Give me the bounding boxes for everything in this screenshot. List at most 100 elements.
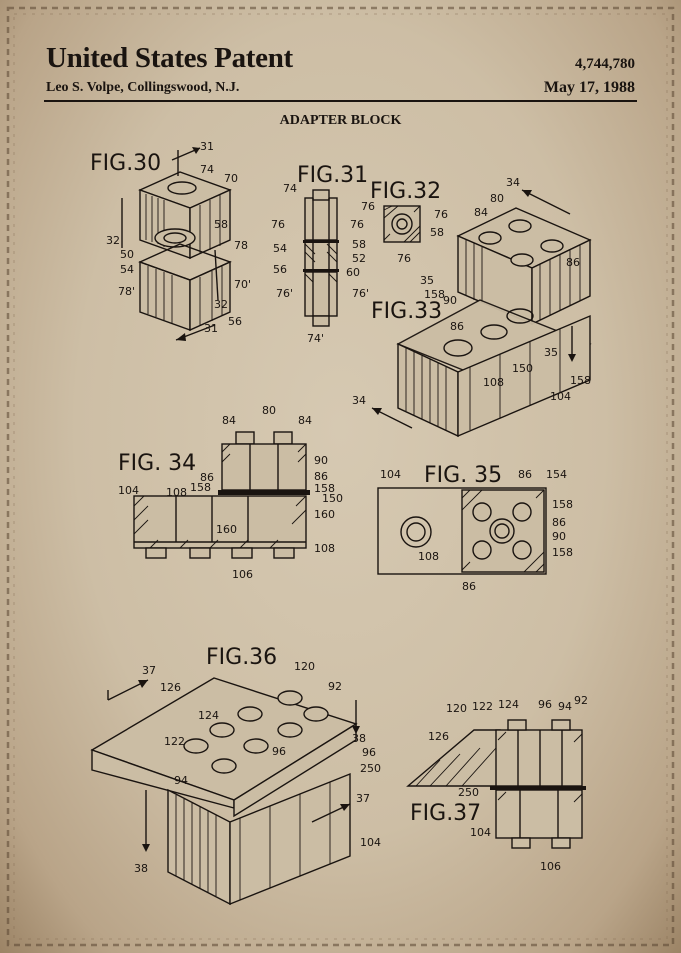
- fig-36-ref-5: 124: [198, 709, 219, 722]
- fig-34-ref-11: 108: [166, 486, 187, 499]
- fig-32-ref-1: 76: [361, 200, 375, 213]
- fig-34-ref-6: 86: [314, 470, 328, 483]
- fig-37-ref-3: 124: [498, 698, 519, 711]
- fig-30: FIG.30: [90, 140, 251, 341]
- fig-33-ref-1: 34: [506, 176, 520, 189]
- fig-34-ref-15: 106: [232, 568, 253, 581]
- fig-37-ref-5: 94: [558, 700, 572, 713]
- fig-33-ref-14: 34: [352, 394, 366, 407]
- fig-37-ref-1: 120: [446, 702, 467, 715]
- fig-34: FIG. 34 84: [118, 404, 343, 581]
- fig-35-ref-2: 86: [518, 468, 532, 481]
- fig-31-ref-10: 76': [352, 287, 369, 300]
- fig-34-ref-10: 104: [118, 484, 139, 497]
- fig-37-ref-2: 122: [472, 700, 493, 713]
- fig-34-ref-1: 84: [222, 414, 236, 427]
- fig-35: FIG. 35 104 86 154 158 86 90 158 108: [377, 463, 573, 593]
- fig-36-ref-11: 94: [174, 774, 188, 787]
- fig-30-ref-12: 56: [228, 315, 242, 328]
- fig-30-ref-6: 78: [234, 239, 248, 252]
- fig-36-ref-7: 122: [164, 735, 185, 748]
- patent-number: 4,744,780: [575, 56, 635, 72]
- fig-32-ref-4: 76: [397, 252, 411, 265]
- fig-35-label: FIG. 35: [424, 463, 502, 488]
- fig-37-label: FIG.37: [410, 801, 481, 826]
- fig-36: FIG.36: [90, 645, 381, 906]
- fig-37-ref-8: 250: [458, 786, 479, 799]
- fig-33-ref-11: 35: [544, 346, 558, 359]
- fig-36-ref-14: 38: [134, 862, 148, 875]
- patent-title: United States Patent: [46, 42, 293, 74]
- fig-35-ref-9: 86: [462, 580, 476, 593]
- fig-34-ref-7: 158: [190, 481, 211, 494]
- fig-30-ref-4: 32: [106, 234, 120, 247]
- fig-34-label: FIG. 34: [118, 451, 196, 476]
- fig-35-ref-6: 90: [552, 530, 566, 543]
- fig-31-ref-6: 52: [352, 252, 366, 265]
- fig-31-ref-11: 74': [307, 332, 324, 345]
- fig-34-ref-12: 160: [216, 523, 237, 536]
- fig-31-label: FIG.31: [297, 163, 368, 188]
- fig-34-ref-8: 158: [314, 482, 335, 495]
- fig-35-ref-4: 158: [552, 498, 573, 511]
- fig-33-label: FIG.33: [371, 299, 442, 324]
- fig-34-ref-13: 160: [314, 508, 335, 521]
- fig-30-ref-2: 74: [200, 163, 214, 176]
- inventor-line: Leo S. Volpe, Collingswood, N.J.: [46, 80, 240, 95]
- fig-33-ref-2: 80: [490, 192, 504, 205]
- fig-35-ref-1: 104: [380, 468, 401, 481]
- fig-33-ref-4: 86: [566, 256, 580, 269]
- fig-34-ref-14: 108: [314, 542, 335, 555]
- fig-33-ref-7: 90: [443, 294, 457, 307]
- fig-31-ref-9: 76': [276, 287, 293, 300]
- fig-36-ref-4: 126: [160, 681, 181, 694]
- fig-31-ref-1: 74: [283, 182, 297, 195]
- fig-33-ref-6: 158: [424, 288, 445, 301]
- fig-35-ref-5: 86: [552, 516, 566, 529]
- fig-34-ref-9: 150: [322, 492, 343, 505]
- fig-30-ref-1: 31: [200, 140, 214, 153]
- fig-30-ref-7: 50: [120, 248, 134, 261]
- fig-33-ref-5: 35: [420, 274, 434, 287]
- fig-33-ref-8: 86: [450, 320, 464, 333]
- fig-32-ref-3: 58: [430, 226, 444, 239]
- fig-31-ref-7: 56: [273, 263, 287, 276]
- drawing-subtitle: ADAPTER BLOCK: [279, 113, 402, 128]
- fig-34-ref-5: 86: [200, 471, 214, 484]
- fig-31-ref-5: 58: [352, 238, 366, 251]
- fig-30-ref-9: 78': [118, 285, 135, 298]
- fig-30-label: FIG.30: [90, 151, 161, 176]
- fig-36-label: FIG.36: [206, 645, 277, 670]
- fig-32-label: FIG.32: [370, 179, 441, 204]
- fig-35-ref-3: 154: [546, 468, 567, 481]
- fig-30-ref-10: 70': [234, 278, 251, 291]
- fig-37-ref-10: 106: [540, 860, 561, 873]
- fig-31-ref-3: 76: [350, 218, 364, 231]
- fig-36-ref-9: 96: [362, 746, 376, 759]
- fig-37-ref-4: 96: [538, 698, 552, 711]
- fig-33-ref-12: 158: [570, 374, 591, 387]
- fig-36-ref-1: 37: [142, 664, 156, 677]
- fig-35-ref-7: 158: [552, 546, 573, 559]
- fig-30-ref-5: 58: [214, 218, 228, 231]
- fig-36-ref-8: 96: [272, 745, 286, 758]
- fig-33-ref-13: 104: [550, 390, 571, 403]
- fig-33-ref-3: 84: [474, 206, 488, 219]
- fig-31-ref-2: 76: [271, 218, 285, 231]
- fig-36-ref-3: 92: [328, 680, 342, 693]
- fig-34-ref-4: 90: [314, 454, 328, 467]
- fig-31-ref-4: 54: [273, 242, 287, 255]
- fig-32: FIG.32 76 76 58 76: [361, 179, 448, 265]
- fig-34-ref-3: 84: [298, 414, 312, 427]
- fig-30-ref-8: 54: [120, 263, 134, 276]
- fig-36-ref-10: 250: [360, 762, 381, 775]
- fig-37-ref-6: 92: [574, 694, 588, 707]
- fig-35-ref-8: 108: [418, 550, 439, 563]
- fig-30-ref-3: 70: [224, 172, 238, 185]
- fig-37: FIG.37 120 122 124 96 94: [406, 694, 588, 873]
- fig-36-ref-12: 37: [356, 792, 370, 805]
- fig-36-ref-6: 38: [352, 732, 366, 745]
- fig-33-ref-10: 150: [512, 362, 533, 375]
